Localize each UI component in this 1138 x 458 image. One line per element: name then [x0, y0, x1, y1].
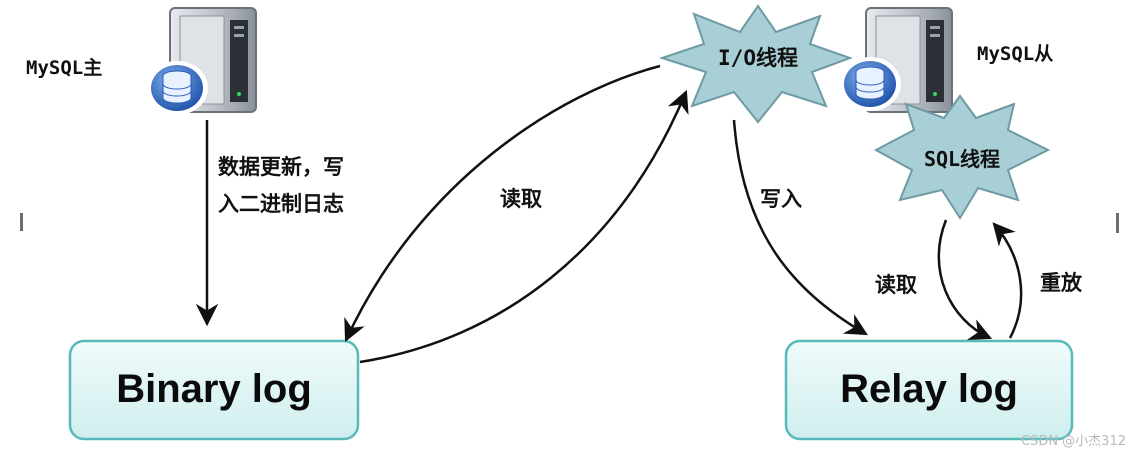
- watermark: CSDN @小杰312: [1021, 434, 1126, 449]
- update-write-label-line2: 入二进制日志: [218, 192, 344, 216]
- relay-log-box: [784, 339, 1074, 441]
- relay-log-label: Relay log: [840, 367, 1018, 411]
- master-label: MySQL主: [26, 57, 102, 79]
- left-edge-mark: [20, 213, 23, 231]
- sql-thread-label: SQL线程: [924, 147, 1000, 171]
- arrow-io-binlog: [344, 64, 661, 343]
- binary-log-label: Binary log: [116, 367, 312, 411]
- sql-thread-star: [873, 94, 1051, 220]
- binary-log-box: [68, 339, 360, 441]
- sql-read-label: 读取: [875, 273, 917, 297]
- io-write-label: 写入: [760, 187, 802, 211]
- slave-database-icon: [839, 57, 901, 111]
- master-database-icon: [146, 61, 208, 115]
- arrow-io-to-relaylog: [732, 119, 868, 336]
- arrow-replay-to-sql: [992, 222, 1023, 339]
- slave-label: MySQL从: [977, 43, 1053, 65]
- arrow-binlog-to-io: [359, 89, 689, 364]
- right-edge-mark: [1116, 213, 1119, 233]
- io-thread-star: [658, 4, 853, 124]
- io-thread-label: I/O线程: [718, 46, 798, 70]
- sql-replay-label: 重放: [1040, 271, 1083, 295]
- update-write-label-line1: 数据更新，写: [218, 155, 344, 179]
- slave-server-icon: [839, 7, 953, 113]
- arrow-sql-read-relaylog: [937, 219, 993, 340]
- master-server-icon: [146, 7, 257, 115]
- io-read-label: 读取: [500, 187, 542, 211]
